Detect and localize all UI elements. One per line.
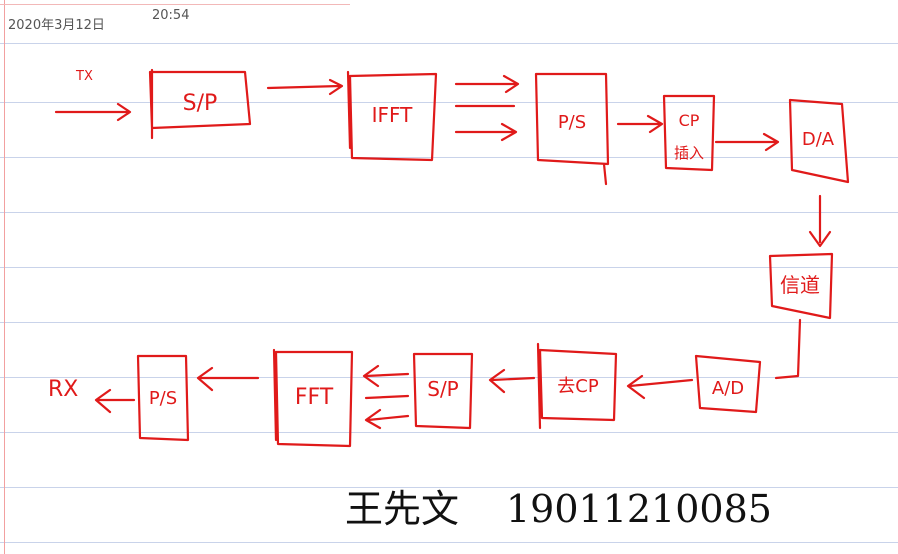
arrow-sp-ifft	[266, 78, 344, 96]
block-da: D/A	[802, 129, 835, 150]
block-ad: A/D	[712, 378, 744, 399]
margin-line	[4, 0, 5, 554]
block-ps-tx: P/S	[558, 112, 586, 133]
note-time: 20:54	[152, 8, 190, 23]
block-cp-box	[662, 94, 716, 172]
block-cp: CP	[679, 111, 700, 130]
arrow-ifft-ps	[454, 74, 520, 142]
arrow-fft-ps	[196, 366, 260, 392]
block-sp-rx-box	[412, 352, 474, 430]
arrow-ad-rmcp	[626, 374, 694, 400]
block-sp-tx-box	[148, 68, 252, 140]
channel-to-rx-line	[774, 318, 802, 380]
block-channel: 信道	[780, 273, 820, 297]
block-rmcp: 去CP	[557, 376, 599, 397]
block-da-box	[788, 98, 850, 184]
block-sp-tx: S/P	[183, 91, 218, 116]
arrow-ps-rx-out	[94, 388, 136, 414]
block-sp-rx: S/P	[427, 377, 459, 401]
arrow-da-channel	[808, 194, 832, 248]
note-date: 2020年3月12日	[8, 18, 105, 33]
block-ps-rx: P/S	[149, 388, 177, 409]
block-rmcp-box	[536, 342, 618, 430]
header-rule	[0, 4, 350, 5]
arrow-sp-fft	[362, 364, 410, 430]
arrow-ps-cp	[616, 114, 664, 134]
block-ps-rx-box	[136, 354, 190, 442]
tx-label: TX	[75, 69, 93, 84]
block-channel-box	[768, 252, 834, 320]
block-fft: FFT	[295, 385, 334, 410]
rx-label: RX	[48, 377, 78, 402]
signature-number: 19011210085	[506, 487, 772, 531]
block-ifft: IFFT	[372, 103, 414, 127]
block-fft-box	[272, 348, 354, 448]
block-cp-sub: 插入	[674, 144, 704, 162]
arrow-tx-in	[54, 102, 132, 122]
arrow-rmcp-sp	[488, 368, 536, 394]
block-ad-box	[694, 354, 762, 414]
arrow-cp-da	[714, 132, 780, 152]
signature-name: 王先文	[345, 487, 459, 531]
block-ps-tx-box	[534, 72, 610, 186]
block-ifft-box	[346, 70, 438, 162]
